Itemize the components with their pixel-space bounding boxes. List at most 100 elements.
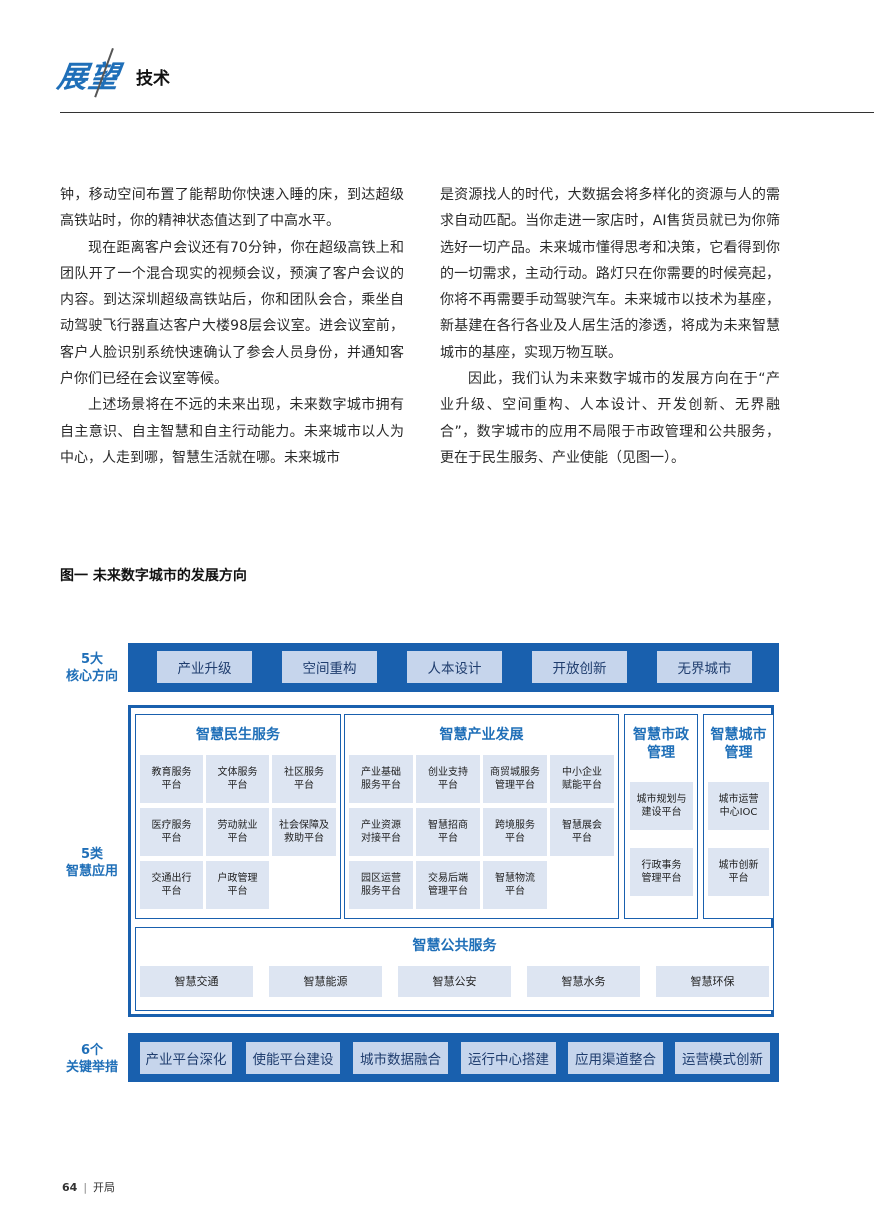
cell-line: 服务平台 — [361, 886, 401, 897]
cell-line: 平台 — [438, 833, 458, 844]
panel-title: 智慧产业发展 — [439, 727, 524, 743]
cell-line: 城市运营 — [718, 794, 759, 805]
panel-title-line: 管理 — [647, 745, 675, 761]
public-service-item: 智慧水务 — [527, 966, 640, 997]
cell-line: 平台 — [505, 886, 525, 897]
footer-label: 开局 — [93, 1181, 116, 1194]
cell-line: 产业资源 — [361, 820, 401, 831]
row-label-core-directions: 5大 核心方向 — [58, 651, 126, 685]
platform-cell: 跨境服务平台 — [483, 808, 547, 856]
paragraph: 因此，我们认为未来数字城市的发展方向在于“产业升级、空间重构、人本设计、开发创新… — [440, 371, 780, 466]
cell-line: 园区运营 — [361, 873, 401, 884]
platform-cell: 社会保障及救助平台 — [272, 808, 336, 856]
platform-cell: 城市运营中心IOC — [708, 782, 769, 830]
paragraph: 是资源找人的时代，大数据会将多样化的资源与人的需求自动匹配。当你走进一家店时，A… — [440, 187, 780, 361]
cell-line: 智慧物流 — [495, 873, 535, 884]
page-footer: 64|开局 — [62, 1179, 115, 1195]
platform-cell: 社区服务平台 — [272, 755, 336, 803]
paragraph: 上述场景将在不远的未来出现，未来数字城市拥有自主意识、自主智慧和自主行动能力。未… — [60, 397, 404, 466]
platform-cell: 交通出行平台 — [140, 861, 203, 909]
row-label-line: 关键举措 — [65, 1060, 118, 1075]
platform-cell: 城市创新平台 — [708, 848, 769, 896]
cell-line: 创业支持 — [428, 767, 468, 778]
cell-line: 服务平台 — [361, 780, 401, 791]
platform-cell: 教育服务平台 — [140, 755, 203, 803]
key-measure-item: 使能平台建设 — [246, 1042, 340, 1074]
row-label-line: 5类 — [80, 847, 104, 862]
cell-line: 医疗服务 — [151, 820, 192, 831]
cell-line: 户政管理 — [217, 873, 258, 884]
figure-title: 图一 未来数字城市的发展方向 — [60, 568, 247, 584]
cell-line: 平台 — [227, 780, 248, 791]
platform-cell: 产业基础服务平台 — [349, 755, 413, 803]
section-title: 技术 — [136, 69, 170, 89]
row-label-line: 6个 — [80, 1043, 104, 1058]
cell-line: 管理平台 — [641, 873, 682, 884]
cell-line: 管理平台 — [428, 886, 468, 897]
public-service-item: 智慧环保 — [656, 966, 769, 997]
platform-cell: 创业支持平台 — [416, 755, 480, 803]
platform-cell: 智慧招商平台 — [416, 808, 480, 856]
public-service-item: 智慧公安 — [398, 966, 511, 997]
platform-cell: 行政事务管理平台 — [630, 848, 693, 896]
cell-line: 中小企业 — [562, 767, 602, 778]
cell-line: 交易后端 — [428, 873, 468, 884]
platform-cell: 园区运营服务平台 — [349, 861, 413, 909]
row-label-line: 核心方向 — [65, 669, 118, 684]
platform-cell: 智慧物流平台 — [483, 861, 547, 909]
panel-title: 智慧市政 管理 — [624, 726, 698, 762]
cell-line: 建设平台 — [641, 807, 682, 818]
cell-line: 城市规划与 — [636, 794, 687, 805]
core-direction-item: 无界城市 — [657, 651, 752, 683]
cell-line: 赋能平台 — [562, 780, 602, 791]
key-measure-item: 运营模式创新 — [675, 1042, 770, 1074]
cell-line: 平台 — [572, 833, 592, 844]
cell-line: 交通出行 — [151, 873, 192, 884]
row-label-key-measures: 6个 关键举措 — [58, 1042, 126, 1076]
core-direction-item: 空间重构 — [282, 651, 377, 683]
cell-line: 文体服务 — [217, 767, 258, 778]
panel-title-line: 管理 — [724, 745, 753, 761]
platform-cell: 文体服务平台 — [206, 755, 269, 803]
cell-line: 跨境服务 — [495, 820, 535, 831]
header-rule — [60, 112, 874, 113]
cell-line: 平台 — [294, 780, 314, 791]
cell-line: 城市创新 — [718, 860, 759, 871]
cell-line: 平台 — [227, 886, 248, 897]
cell-line: 教育服务 — [151, 767, 192, 778]
magazine-logo: 展望 — [55, 60, 122, 95]
cell-line: 中心IOC — [719, 807, 758, 818]
panel-title-line: 智慧城市 — [710, 727, 767, 743]
cell-line: 智慧展会 — [562, 820, 602, 831]
key-measure-item: 应用渠道整合 — [568, 1042, 663, 1074]
public-service-item: 智慧交通 — [140, 966, 253, 997]
footer-separator: | — [83, 1181, 88, 1194]
key-measures-bar — [128, 1033, 779, 1082]
core-direction-item: 开放创新 — [532, 651, 627, 683]
paragraph: 钟，移动空间布置了能帮助你快速入睡的床，到达超级高铁站时，你的精神状态值达到了中… — [60, 187, 404, 230]
cell-line: 社会保障及 — [279, 820, 329, 831]
cell-line: 平台 — [227, 833, 248, 844]
panel-title: 智慧公共服务 — [412, 938, 497, 954]
cell-line: 社区服务 — [284, 767, 324, 778]
panel-title: 智慧城市 管理 — [703, 726, 774, 762]
platform-cell: 交易后端管理平台 — [416, 861, 480, 909]
cell-line: 救助平台 — [284, 833, 324, 844]
cell-line: 劳动就业 — [217, 820, 258, 831]
cell-line: 对接平台 — [361, 833, 401, 844]
panel-title: 智慧民生服务 — [196, 727, 280, 743]
platform-cell: 城市规划与建设平台 — [630, 782, 693, 830]
row-label-smart-applications: 5类 智慧应用 — [58, 846, 126, 880]
paragraph: 现在距离客户会议还有70分钟，你在超级高铁上和团队开了一个混合现实的视频会议，预… — [60, 239, 404, 388]
public-service-item: 智慧能源 — [269, 966, 382, 997]
key-measure-item: 产业平台深化 — [140, 1042, 232, 1074]
platform-cell: 产业资源对接平台 — [349, 808, 413, 856]
platform-cell: 劳动就业平台 — [206, 808, 269, 856]
text-column-left: 钟，移动空间布置了能帮助你快速入睡的床，到达超级高铁站时，你的精神状态值达到了中… — [60, 182, 404, 471]
platform-cell: 智慧展会平台 — [550, 808, 614, 856]
cell-line: 平台 — [505, 833, 525, 844]
cell-line: 平台 — [161, 833, 182, 844]
cell-line: 产业基础 — [361, 767, 401, 778]
cell-line: 平台 — [161, 886, 182, 897]
cell-line: 平台 — [438, 780, 458, 791]
